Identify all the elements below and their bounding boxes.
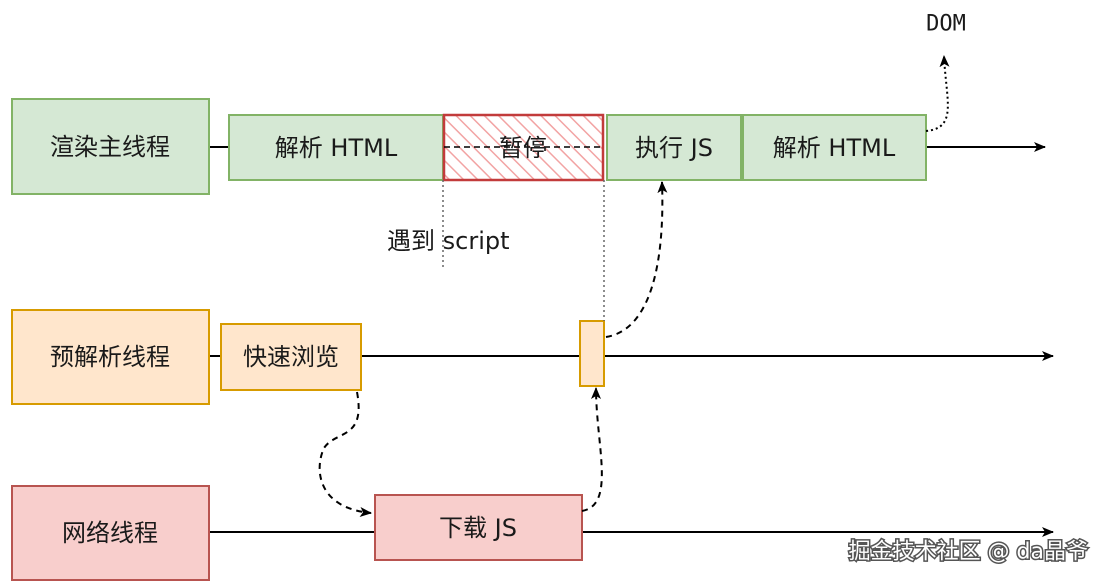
encounter-script-label: 遇到 script bbox=[387, 227, 510, 255]
arrow-download-to-preparse bbox=[581, 387, 603, 512]
arrow-to-dom bbox=[925, 55, 950, 132]
step-fast-browse: 快速浏览 bbox=[220, 323, 362, 391]
watermark: 掘金技术社区 @ da晶爷 bbox=[849, 540, 1088, 565]
step-parse-html-2-label: 解析 HTML bbox=[773, 134, 896, 162]
step-preparse-marker bbox=[579, 320, 605, 387]
lane-render-label: 渲染主线程 bbox=[50, 133, 170, 161]
dom-label: DOM bbox=[926, 12, 966, 37]
arrow-preparse-to-exec bbox=[605, 181, 668, 338]
step-exec-js-label: 执行 JS bbox=[635, 134, 713, 162]
lane-network-label: 网络线程 bbox=[62, 519, 158, 547]
step-pause: 暂停 bbox=[442, 113, 605, 182]
step-exec-js: 执行 JS bbox=[606, 114, 742, 181]
step-download-js-label: 下载 JS bbox=[439, 514, 517, 542]
step-parse-html-1: 解析 HTML bbox=[228, 114, 444, 181]
step-parse-html-1-label: 解析 HTML bbox=[275, 134, 398, 162]
lane-network: 网络线程 bbox=[11, 485, 210, 581]
step-parse-html-2: 解析 HTML bbox=[742, 114, 927, 181]
lane-preparse-label: 预解析线程 bbox=[50, 343, 170, 371]
step-fast-browse-label: 快速浏览 bbox=[243, 343, 339, 371]
lane-preparse: 预解析线程 bbox=[11, 309, 210, 405]
arrow-browse-to-download bbox=[318, 391, 372, 517]
step-pause-label: 暂停 bbox=[499, 134, 547, 162]
step-download-js: 下载 JS bbox=[374, 494, 583, 561]
lane-render: 渲染主线程 bbox=[11, 98, 210, 195]
